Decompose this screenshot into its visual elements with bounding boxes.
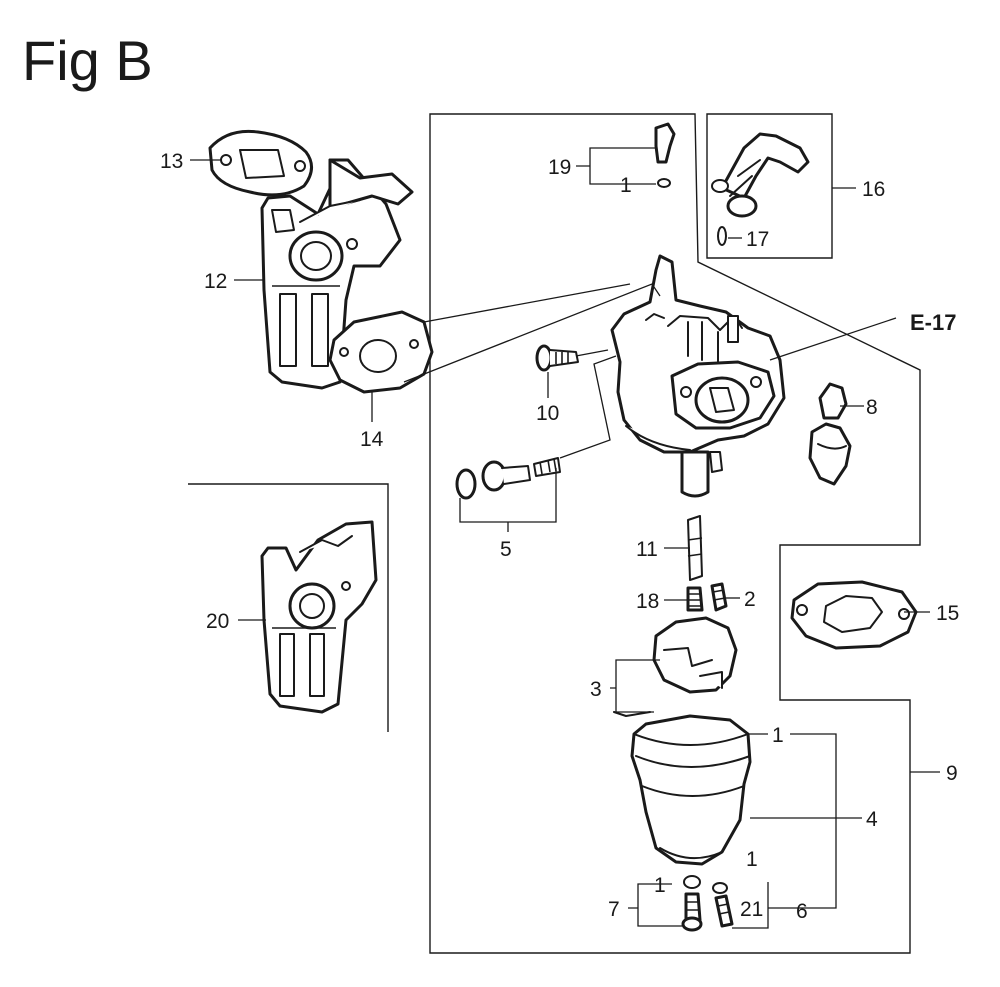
callout-1-drain: 1 <box>654 874 666 897</box>
callout-17: 17 <box>746 228 769 251</box>
callout-19: 19 <box>548 156 571 179</box>
bracket-part-12 <box>260 158 414 390</box>
figure-title: Fig B <box>22 29 153 92</box>
jet-part-11 <box>687 515 703 581</box>
callout-4: 4 <box>866 808 878 831</box>
pilot-screw-part-5 <box>455 457 561 500</box>
callout-6: 6 <box>796 900 808 923</box>
callout-8: 8 <box>866 396 878 419</box>
callout-7: 7 <box>608 898 620 921</box>
callout-15: 15 <box>936 602 959 625</box>
callout-20: 20 <box>206 610 229 633</box>
bracket-part-20 <box>260 520 378 714</box>
callout-3: 3 <box>590 678 602 701</box>
lever-inset-frame <box>706 113 833 259</box>
gasket-part-15 <box>790 580 918 650</box>
callout-2: 2 <box>744 588 756 611</box>
callout-9: 9 <box>946 762 958 785</box>
seat-part-2 <box>710 582 728 612</box>
screw-part-10 <box>535 344 579 372</box>
callout-1-screw: 1 <box>620 174 632 197</box>
reference-e17: E-17 <box>910 310 956 335</box>
needle-part-18 <box>686 586 704 612</box>
callout-10: 10 <box>536 402 559 425</box>
main-nozzle <box>680 450 723 498</box>
callout-12: 12 <box>204 270 227 293</box>
clip-part-17 <box>717 226 727 246</box>
float-bowl-part-4 <box>630 714 752 866</box>
callout-5: 5 <box>500 538 512 561</box>
screw-part-21 <box>712 882 734 928</box>
drain-bolt-part-7 <box>681 875 703 932</box>
callout-14: 14 <box>360 428 384 451</box>
choke-lever-part-16 <box>711 132 810 218</box>
callout-1-screw-right: 1 <box>746 848 758 871</box>
callout-labels: 13 12 14 20 19 1 16 17 E-17 10 8 5 11 18… <box>160 150 959 923</box>
screw-part-19 <box>654 122 676 188</box>
callout-16: 16 <box>862 178 885 201</box>
leader-lines <box>190 147 940 929</box>
callout-11: 11 <box>636 538 658 561</box>
callout-1-bowl: 1 <box>772 724 784 747</box>
gasket-part-13 <box>208 129 313 197</box>
float-part-3 <box>613 616 738 717</box>
carburetor-body <box>610 254 786 454</box>
callout-21: 21 <box>740 898 763 921</box>
alt-bracket-inset-frame <box>188 483 389 732</box>
float-set-part-8 <box>808 382 852 486</box>
callout-18: 18 <box>636 590 659 613</box>
callout-13: 13 <box>160 150 183 173</box>
